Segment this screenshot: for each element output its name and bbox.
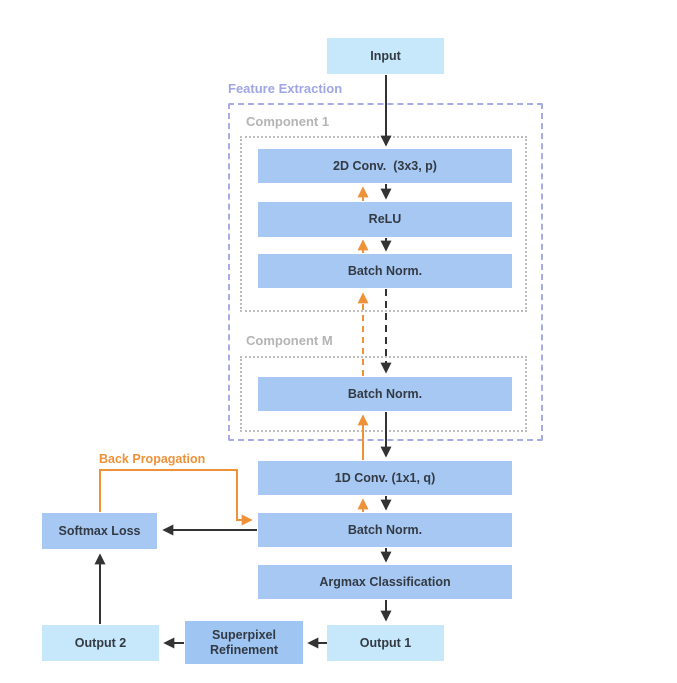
node-batch-norm-m: Batch Norm.: [258, 377, 512, 411]
component-1-label: Component 1: [246, 114, 330, 129]
feature-extraction-label: Feature Extraction: [228, 81, 343, 96]
node-output-1: Output 1: [327, 625, 444, 661]
node-input: Input: [327, 38, 444, 74]
node-superpixel-refinement: Superpixel Refinement: [185, 621, 303, 664]
node-relu: ReLU: [258, 202, 512, 237]
component-m-label: Component M: [246, 333, 333, 348]
node-argmax-classification: Argmax Classification: [258, 565, 512, 599]
node-batch-norm-1: Batch Norm.: [258, 254, 512, 288]
node-2d-conv: 2D Conv. (3x3, p): [258, 149, 512, 183]
node-1d-conv: 1D Conv. (1x1, q): [258, 461, 512, 495]
component-m-container: [240, 356, 527, 432]
superpixel-line-1: Superpixel: [212, 628, 276, 643]
node-batch-norm-2: Batch Norm.: [258, 513, 512, 547]
node-output-2: Output 2: [42, 625, 159, 661]
back-propagation-label: Back Propagation: [99, 452, 206, 466]
node-softmax-loss: Softmax Loss: [42, 513, 157, 549]
superpixel-line-2: Refinement: [209, 642, 279, 657]
